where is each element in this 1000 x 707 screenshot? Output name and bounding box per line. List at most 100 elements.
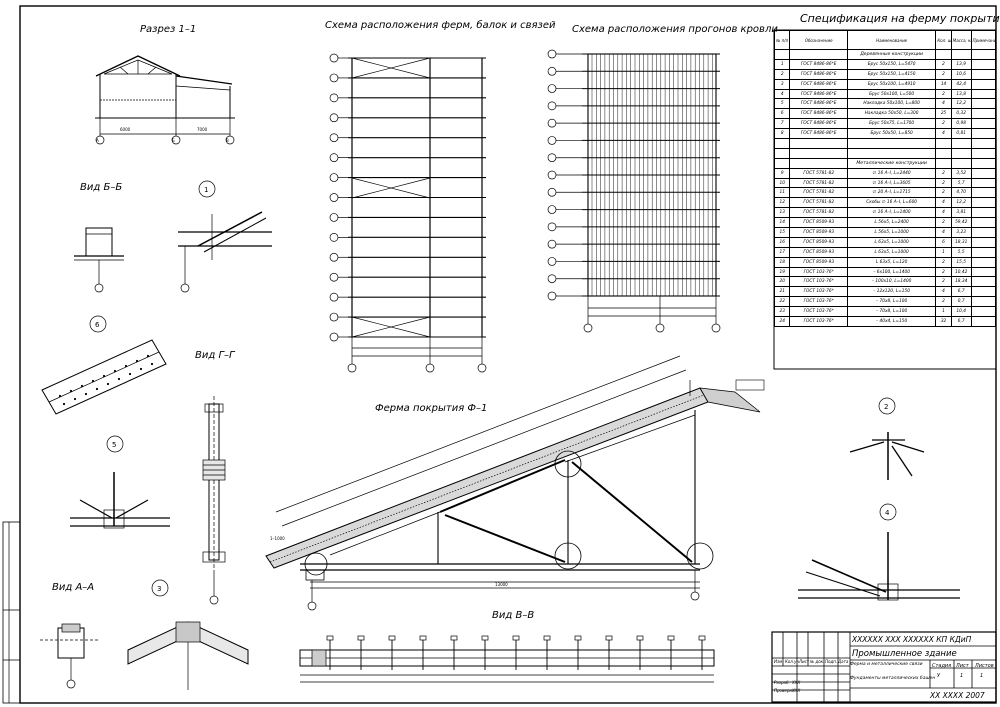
truss-span: 13000: [495, 582, 508, 587]
bolt-dot: [73, 397, 77, 401]
table-cell: 32: [935, 316, 952, 327]
bracing-line: [351, 57, 431, 79]
grid-bubble: [547, 153, 557, 163]
title-block: ХХХХХХ ХХХ ХХХХХХ КП КДиП Промышленное з…: [772, 632, 996, 702]
bolt-head: [605, 635, 613, 641]
doc-code: ХХХХХХ ХХХ ХХХХХХ КП КДиП: [852, 635, 972, 644]
col-list: Лист: [799, 659, 810, 664]
grid-bubble: [547, 136, 557, 145]
bolt-dot: [150, 362, 154, 366]
node-3-detail: 3: [127, 579, 249, 690]
view-bb-title: Вид Б–Б: [80, 182, 123, 193]
bolt-dot: [106, 382, 110, 386]
grid-bubble: [329, 233, 339, 242]
grid-bubble: [655, 323, 665, 333]
organization: ХХ ХХХХ 2007: [930, 691, 985, 700]
bolt-dot: [113, 369, 117, 373]
stage-value: У: [937, 673, 941, 679]
bolt-head: [326, 635, 334, 641]
grid-bubble: [329, 252, 339, 262]
bolt-dot: [91, 379, 95, 383]
bolt-dot: [128, 372, 132, 376]
spec-frame: [773, 29, 997, 370]
bolt-head: [388, 635, 396, 641]
grid-bubble: [547, 101, 557, 111]
spec-col-note: Примечание: [970, 30, 997, 50]
bracing-line: [351, 177, 431, 199]
node-4-detail: 4: [798, 503, 960, 601]
project-name: Промышленное здание: [852, 649, 957, 659]
grid-bubble: [329, 193, 339, 202]
grid-bubble: [547, 274, 557, 284]
title-block-lines: [771, 631, 997, 703]
grid-bubble: [547, 205, 557, 214]
trusses-plan: [329, 53, 487, 373]
role-checker: Проверил: [774, 688, 795, 693]
spec-col-designation: Обозначение: [789, 30, 848, 50]
node-4-label: 4: [885, 509, 890, 517]
bolt-dot: [135, 359, 139, 363]
grid-bubble: [547, 118, 557, 128]
node-1-detail: 1: [178, 180, 272, 293]
node-5-label: 5: [112, 441, 116, 449]
node-3-label: 3: [157, 585, 161, 593]
spec-title: Спецификация на ферму покрытия Ф–1: [800, 12, 1000, 25]
grid-bubble: [547, 187, 557, 197]
grid-bubble: [547, 84, 557, 93]
grid-bubble: [329, 153, 339, 162]
grid-bubble: [329, 113, 339, 123]
table-cell: ГОСТ 103-76*: [789, 316, 848, 327]
role-developer: Разраб.: [774, 680, 790, 685]
grid-bubble: [329, 292, 339, 302]
grid-a-label: А: [96, 138, 99, 143]
bolt-head: [512, 635, 520, 641]
bolt-head: [481, 635, 489, 641]
svg-text:6000: 6000: [120, 127, 131, 132]
grid-bubble: [329, 53, 339, 63]
sheets-value: 1: [980, 673, 984, 679]
grid-bubble: [547, 170, 557, 180]
grid-bubble: [329, 213, 339, 222]
section-1-1: 6000 7000 А Б В: [95, 55, 235, 145]
bolt-dot: [117, 377, 121, 381]
grid-bubble: [711, 323, 721, 333]
bolt-dot: [102, 374, 106, 378]
sheet-content-1: Ферма и металлические связи: [850, 662, 923, 667]
view-bb: [74, 227, 124, 293]
bolt-head: [450, 635, 458, 641]
col-izm: Изм: [774, 659, 783, 664]
bolt-head: [667, 635, 675, 641]
grid-bubble: [547, 239, 557, 249]
spec-col-name: Наименование: [846, 30, 937, 50]
view-vv-title: Вид В–В: [492, 610, 535, 621]
truss-title: Ферма покрытия Ф–1: [375, 403, 488, 414]
svg-text:7000: 7000: [197, 127, 208, 132]
purlins-plan: [547, 49, 721, 333]
grid-bubble: [425, 363, 435, 373]
grid-bubble: [329, 173, 339, 182]
view-aa: [40, 623, 100, 689]
grid-bubble: [547, 257, 557, 266]
grid-bubble: [329, 93, 339, 103]
bolt-dot: [139, 367, 143, 371]
trusses-plan-title: Схема расположения ферм, балок и связей: [325, 20, 556, 31]
purlins-plan-title: Схема расположения прогонов кровли: [572, 24, 778, 35]
col-date: Дата: [838, 659, 849, 664]
grid-bubble: [547, 291, 557, 301]
grid-bubble: [329, 332, 339, 342]
bolt-dot: [62, 402, 66, 406]
view-gg-title: Вид Г–Г: [195, 350, 235, 361]
grid-bubble: [583, 323, 593, 333]
grid-v-label: В: [226, 138, 229, 143]
grid-b-label: Б: [172, 138, 175, 143]
overhang-dim: 1–1000: [270, 536, 285, 541]
grid-bubble: [347, 363, 357, 373]
